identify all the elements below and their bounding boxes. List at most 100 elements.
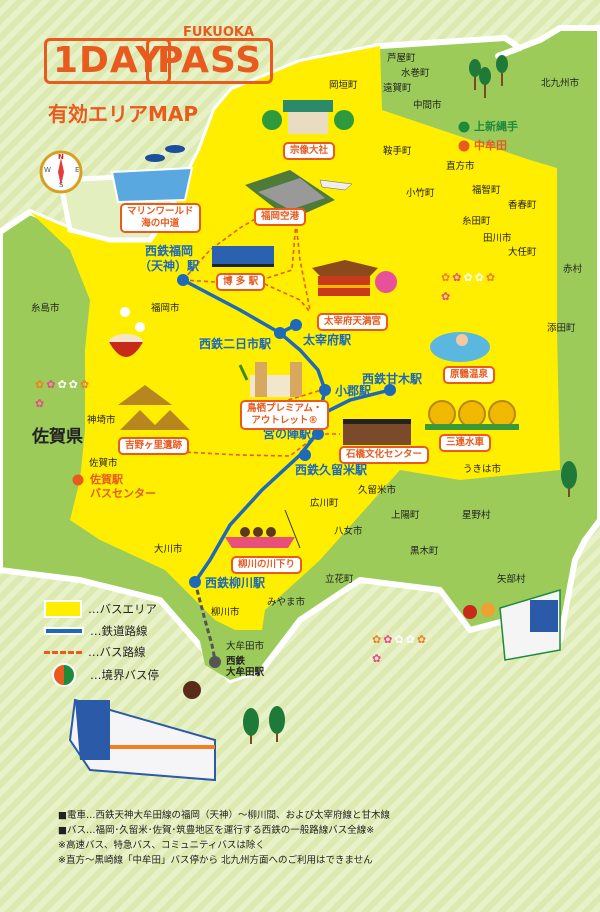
town-kurume: 久留米市	[358, 485, 397, 496]
spot-hakata: 博 多 駅	[216, 273, 266, 291]
station-yanagawa: 西鉄柳川駅	[205, 576, 266, 590]
town-nogata: 直方市	[446, 161, 475, 172]
munakata-shrine-illustration	[262, 100, 354, 134]
hakata-station-illustration	[212, 246, 274, 267]
spot-mitsuren: 三連水車	[439, 434, 492, 452]
town-akamura: 赤村	[563, 264, 583, 275]
bus-stop-kamishinnawate: 上新縄手	[474, 120, 518, 133]
station-omuta-line1: 西鉄	[226, 656, 246, 667]
note-nakamuta: ※直方～黒崎線「中牟田」バス停から 北九州方面へのご利用はできません	[58, 855, 373, 866]
town-kurate: 鞍手町	[383, 146, 412, 157]
station-dazaifu: 太宰府駅	[303, 333, 352, 347]
spot-marine-world-line1: マリンワールド	[127, 206, 194, 217]
town-tagawa: 田川市	[483, 233, 512, 244]
town-nakama: 中間市	[413, 100, 442, 111]
town-soeda: 添田町	[547, 323, 576, 334]
spot-outlet-line1: 鳥栖プレミアム・	[247, 403, 323, 414]
spot-ishibashi: 石橋文化センター	[339, 446, 430, 464]
station-dots	[177, 274, 396, 588]
town-itoshima: 糸島市	[31, 303, 60, 314]
green-bus-stop-dot	[458, 121, 470, 133]
station-tenjin-line1: 西鉄福岡	[145, 244, 194, 258]
spot-marine-world: マリンワールド 海の中道	[120, 203, 201, 233]
half-circle-icon	[52, 663, 76, 687]
river-boat-illustration	[225, 509, 301, 549]
legend-rail-line: …鉄道路線	[44, 623, 148, 639]
spot-marine-world-line2: 海の中道	[141, 218, 180, 229]
town-saga: 佐賀市	[89, 458, 118, 469]
station-omuta-line2: 大牟田駅	[226, 667, 265, 678]
airport-illustration	[245, 170, 353, 220]
spot-outlet-line2: アウトレット®	[251, 415, 318, 426]
harazuru-onsen-illustration	[430, 332, 490, 362]
town-onga: 遠賀町	[383, 83, 412, 94]
station-kurume: 西鉄久留米駅	[295, 463, 368, 477]
blue-line-icon	[44, 627, 84, 635]
town-hoshino: 星野村	[462, 510, 491, 521]
town-kitakyushu: 北九州市	[541, 78, 580, 89]
legend-border-stop: …境界バス停	[52, 663, 159, 687]
outlet-illustration	[238, 362, 302, 397]
page-subtitle: 有効エリアMAP	[48, 102, 199, 126]
town-yabe: 矢部村	[497, 574, 526, 585]
town-oto: 大任町	[508, 247, 537, 258]
town-okawa: 大川市	[154, 544, 183, 555]
bus-stop-nakamuta: 中牟田	[474, 139, 507, 152]
bus-area-shape	[30, 46, 560, 630]
town-kamitsuyoshi: 上陽町	[391, 510, 420, 521]
station-amagi: 西鉄甘木駅	[362, 372, 423, 386]
yellow-box-icon	[44, 600, 82, 618]
compass-s: S	[59, 181, 64, 189]
title-pass: PASS	[146, 38, 274, 84]
flower-icons: ✿✿✿✿✿✿	[372, 633, 427, 665]
town-kotake: 小竹町	[406, 188, 435, 199]
compass-icon	[39, 150, 83, 194]
bus-stop-saga-line2: バスセンター	[90, 487, 156, 500]
tenmangu-illustration	[312, 260, 397, 296]
town-mizumaki: 水巻町	[401, 68, 430, 79]
town-yanagawa: 柳川市	[211, 607, 240, 618]
town-fukuchi: 福智町	[472, 185, 501, 196]
bus-illustration	[463, 588, 561, 661]
town-okagaki: 岡垣町	[329, 80, 358, 91]
spot-munakata: 宗像大社	[283, 142, 336, 160]
tree-icons	[243, 55, 577, 744]
station-tenjin-line2: （天神）駅	[139, 259, 200, 273]
spot-airport: 福岡空港	[254, 208, 307, 226]
town-fukuoka: 福岡市	[151, 303, 180, 314]
town-kanzaki: 神埼市	[87, 415, 116, 426]
waterwheels-illustration	[425, 400, 519, 430]
town-kawara: 香春町	[508, 200, 537, 211]
yoshinogari-illustration	[118, 385, 190, 430]
legend-bus-area: …バスエリア	[44, 600, 157, 618]
omuta-station-dot	[209, 656, 221, 668]
rail-extension	[193, 581, 217, 661]
orange-bus-stop-dot	[458, 140, 470, 152]
bus-routes	[144, 209, 340, 457]
ramen-illustration	[109, 307, 145, 357]
town-kurogi: 黒木町	[410, 546, 439, 557]
spot-harazuru: 原鶴温泉	[443, 366, 496, 384]
note-rail: ■電車…西鉄天神大牟田線の福岡（天神）～柳川間、および太宰府線と甘木線	[58, 810, 390, 821]
saga-bus-stop-dot	[72, 474, 84, 486]
town-miyama: みやま市	[267, 597, 306, 608]
ishibashi-center-illustration	[343, 419, 411, 445]
city-label: FUKUOKA	[183, 25, 255, 40]
town-ukiha: うきは市	[463, 464, 502, 475]
spot-kawakudari: 柳川の川下り	[231, 556, 303, 574]
spot-outlet: 鳥栖プレミアム・ アウトレット®	[240, 400, 330, 430]
title-1day: 1DAY	[44, 38, 172, 84]
red-dash-icon	[44, 650, 82, 654]
note-excluded: ※高速バス、特急バス、コミュニティバスは除く	[58, 840, 265, 851]
prefecture-saga: 佐賀県	[32, 427, 83, 447]
town-ashiya: 芦屋町	[387, 53, 416, 64]
marine-world-illustration	[110, 145, 194, 204]
town-yame: 八女市	[334, 526, 363, 537]
station-futsukaichi: 西鉄二日市駅	[199, 337, 272, 351]
compass-e: E	[75, 166, 80, 174]
station-miyanojin: 宮の陣駅	[263, 427, 312, 441]
town-hirokawa: 広川町	[310, 498, 339, 509]
station-ogori: 小郡駅	[335, 384, 372, 398]
compass-n: N	[58, 153, 64, 161]
